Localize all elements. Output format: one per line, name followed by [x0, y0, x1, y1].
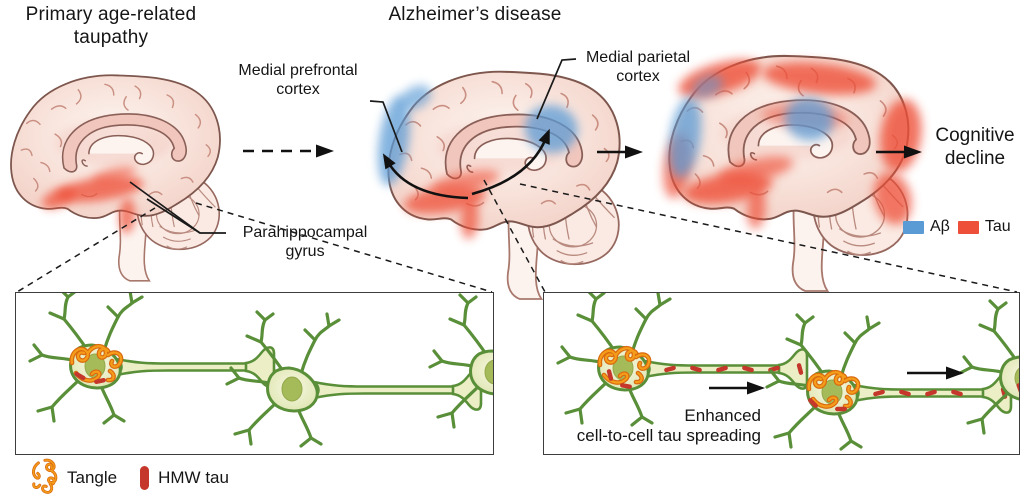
nr-neurons-svg: [556, 293, 1019, 451]
label-medial-prefrontal-cortex: Medial prefrontal cortex: [238, 62, 358, 98]
brain-legend: Aβ Tau: [903, 218, 1011, 236]
tau-label: Tau: [984, 218, 1011, 235]
panel-title-primary-age-related-taupathy: Primary age-related taupathy: [25, 4, 197, 48]
b2-brain-svg: [378, 70, 621, 300]
neuron-panel-normal-spreading: [15, 292, 494, 455]
nr-neuron: [765, 313, 1013, 451]
nl-neuron: [28, 293, 276, 425]
neuron-panel-enhanced-spreading: [543, 292, 1020, 455]
soma: [469, 349, 493, 396]
abeta-label: Aβ: [930, 218, 950, 235]
ventricle-swirl: [88, 134, 155, 166]
abeta-swatch-icon: [903, 220, 924, 234]
neuron-legend: Tangle HMW tau: [24, 456, 229, 500]
tangle: [806, 369, 861, 409]
brain-illustration-part: [0, 60, 240, 290]
label-parahippocampal-gyrus: Parahippocampal gyrus: [242, 224, 368, 260]
tangle-legend-svg: [31, 458, 58, 494]
tangle-label: Tangle: [67, 468, 118, 487]
legend-item-abeta: Aβ: [903, 218, 950, 236]
nr-neuron: [958, 299, 1019, 435]
axon: [116, 357, 249, 377]
axon: [313, 380, 456, 400]
nl-neurons-svg: [28, 293, 493, 448]
tangle: [31, 458, 58, 494]
legend-item-tau: Tau: [957, 218, 1011, 236]
label-cognitive-decline: Cognitive decline: [935, 125, 1015, 169]
tau-swatch-icon: [957, 220, 979, 234]
soma: [999, 355, 1019, 401]
brain-illustration-ad-early: [366, 64, 652, 300]
nucleus: [1014, 367, 1019, 389]
label-enhanced-cell-to-cell-tau-spreading: Enhanced cell-to-cell tau spreading: [576, 406, 761, 445]
nl-neuron: [428, 293, 493, 429]
nucleus: [281, 376, 303, 402]
panel-title-alzheimers-disease: Alzheimer’s disease: [388, 4, 562, 25]
corpus-callosum: [61, 113, 187, 173]
hmw-tau-icon: [140, 466, 150, 490]
label-medial-parietal-cortex: Medial parietal cortex: [585, 49, 691, 85]
hmw-tau-label: HMW tau: [158, 468, 229, 487]
nucleus: [484, 359, 493, 385]
tangle-icon: [24, 456, 58, 500]
b1-brain-svg: [10, 74, 221, 282]
